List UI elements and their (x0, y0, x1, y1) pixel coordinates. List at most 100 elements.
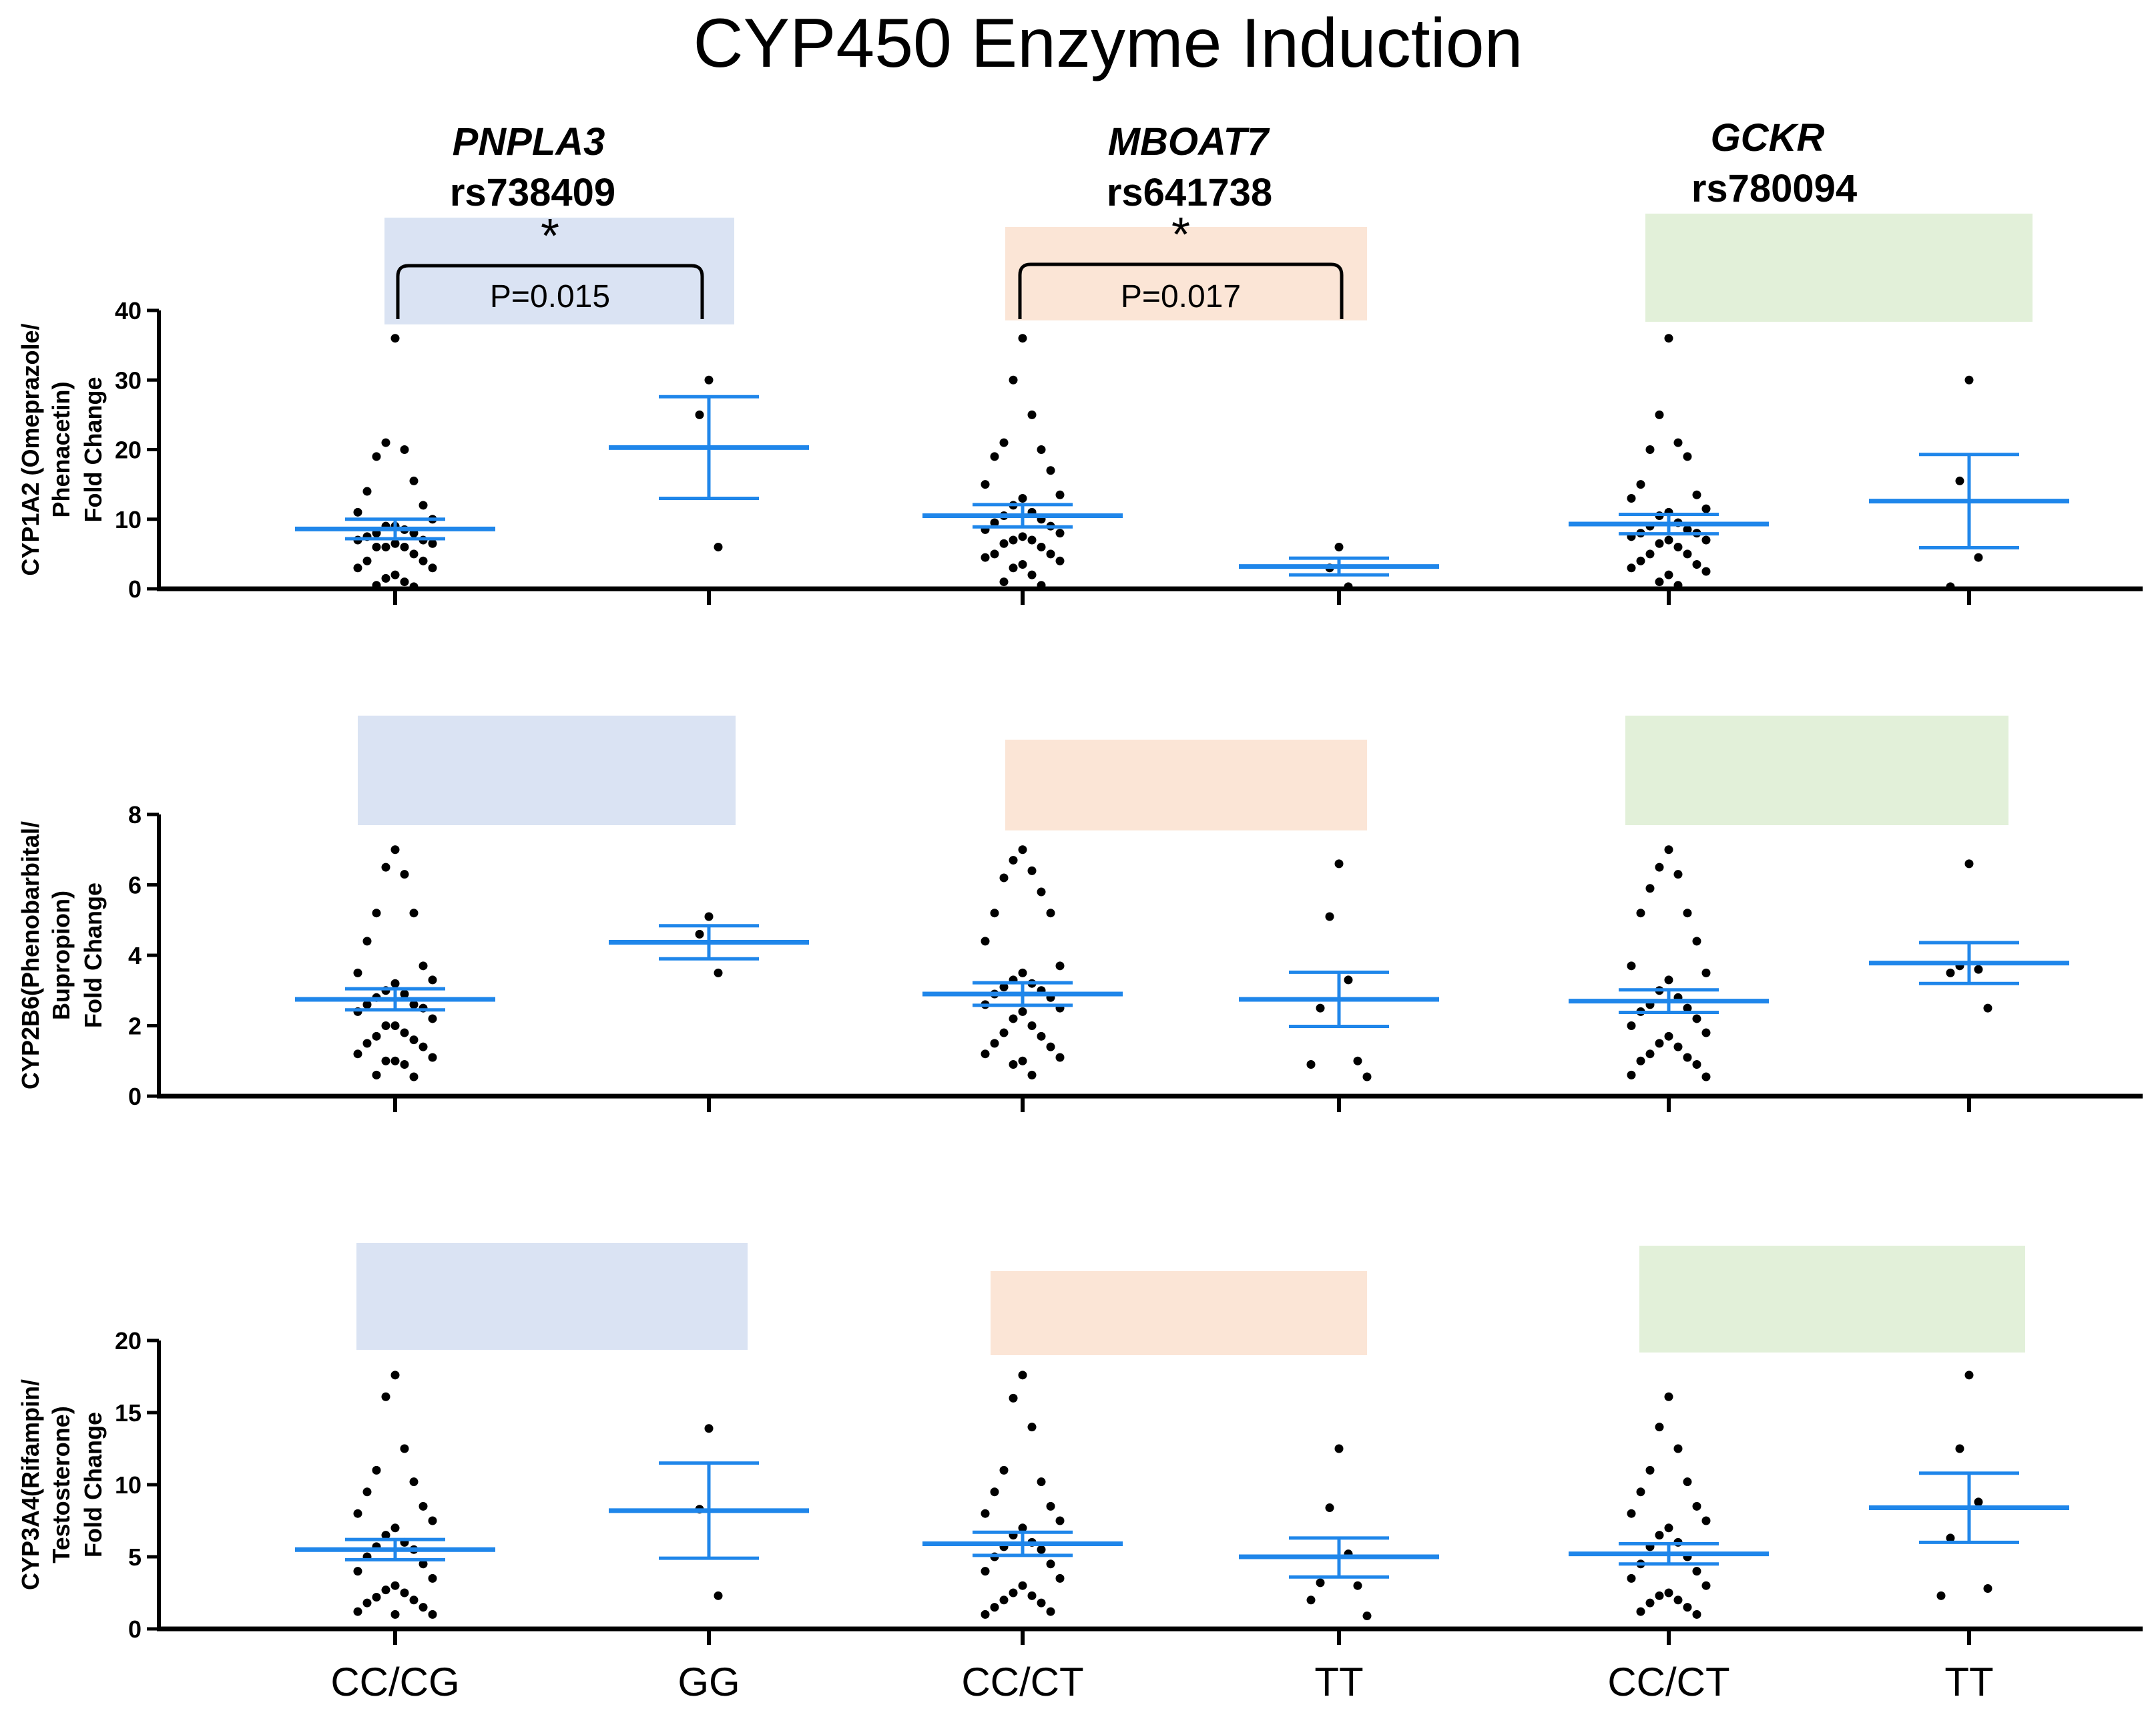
data-point (1673, 542, 1683, 551)
data-point (400, 989, 409, 999)
data-point (714, 968, 723, 977)
group-1 (295, 334, 495, 605)
data-point (1655, 1591, 1664, 1600)
data-point (1018, 1007, 1027, 1016)
data-point (1946, 582, 1955, 591)
data-point (1692, 1014, 1701, 1023)
data-point (981, 937, 990, 946)
data-point (390, 1371, 400, 1380)
data-point (1027, 1021, 1037, 1030)
gene-highlight-box (356, 1243, 748, 1350)
data-point (1046, 1607, 1055, 1616)
data-point (1655, 863, 1664, 872)
data-point (1018, 560, 1027, 569)
y-axis-label: Phenacetin) (47, 381, 75, 517)
gene-highlight-box (991, 1271, 1367, 1355)
data-point (428, 563, 437, 573)
gene-header-gckr: GCKR rs780094 (1691, 116, 1857, 210)
y-tick-label: 0 (128, 575, 142, 603)
data-point (1027, 410, 1037, 419)
data-point (1018, 1371, 1027, 1380)
data-point (999, 873, 1009, 883)
data-point (999, 1028, 1009, 1037)
data-point (1645, 1049, 1655, 1059)
data-point (1936, 1591, 1946, 1600)
data-point (428, 1610, 437, 1619)
data-point (1055, 1573, 1065, 1583)
y-tick-label: 2 (128, 1013, 142, 1040)
data-point (1964, 1371, 1974, 1380)
group-2 (609, 1424, 809, 1645)
data-point (409, 1596, 419, 1605)
data-point (990, 549, 999, 559)
data-point (1645, 549, 1655, 559)
data-point (1664, 1588, 1673, 1598)
data-point (400, 1588, 409, 1598)
data-point (409, 909, 419, 918)
data-point (1027, 535, 1037, 545)
data-point (353, 1509, 362, 1518)
data-point (1316, 1578, 1325, 1587)
y-tick-label: 6 (128, 872, 142, 899)
data-point (1664, 570, 1673, 579)
data-point (695, 410, 704, 419)
data-point (1673, 438, 1683, 447)
data-point (1655, 1039, 1664, 1048)
data-point (1018, 532, 1027, 541)
data-point (362, 487, 372, 496)
y-tick-label: 15 (115, 1399, 142, 1427)
y-tick-label: 30 (115, 366, 142, 394)
group-6 (1869, 1371, 2069, 1645)
group-4 (1239, 542, 1439, 605)
y-axis-label: CYP3A4(Rifampin/ (17, 1379, 44, 1590)
gene-snp: rs738409 (450, 171, 615, 214)
data-point (1645, 1598, 1655, 1608)
y-axis-label: CYP1A2 (Omeprazole/ (17, 323, 44, 575)
data-point (1325, 912, 1334, 921)
data-point (1955, 1444, 1964, 1453)
y-axis-label: Fold Change (79, 377, 107, 523)
data-point (1692, 1060, 1701, 1069)
data-point (381, 573, 390, 583)
gene-name: MBOAT7 (1108, 120, 1270, 164)
group-1 (295, 1371, 495, 1645)
data-point (990, 1487, 999, 1497)
data-point (390, 1581, 400, 1590)
data-point (1983, 1003, 1992, 1013)
data-point (1636, 1607, 1645, 1616)
data-point (1009, 1060, 1018, 1069)
data-point (981, 1049, 990, 1059)
data-point (381, 1056, 390, 1065)
data-point (1627, 1021, 1636, 1030)
y-axis-label: Fold Change (79, 883, 107, 1028)
data-point (1018, 493, 1027, 503)
data-point (1692, 1501, 1701, 1511)
data-point (1037, 887, 1046, 897)
data-point (381, 1392, 390, 1401)
data-point (353, 563, 362, 573)
x-category-label: CC/CG (330, 1660, 459, 1704)
data-point (428, 1516, 437, 1525)
gene-highlight-box (358, 716, 736, 825)
group-2 (609, 375, 809, 605)
data-point (1334, 859, 1344, 869)
x-category-label: CC/CT (961, 1660, 1083, 1704)
data-point (1362, 1072, 1372, 1081)
data-point (1683, 909, 1692, 918)
data-point (353, 507, 362, 517)
data-point (419, 1042, 428, 1051)
data-point (1636, 1056, 1645, 1065)
data-point (400, 1444, 409, 1453)
y-axis-label: Testosterone) (47, 1406, 75, 1563)
group-3 (922, 845, 1123, 1112)
y-axis-label: Bupropion) (47, 891, 75, 1020)
data-point (1645, 884, 1655, 893)
data-point (409, 1000, 419, 1009)
data-point (1018, 968, 1027, 977)
gene-name: PNPLA3 (453, 120, 605, 164)
data-point (981, 480, 990, 489)
gene-highlight-box (1625, 716, 2008, 825)
